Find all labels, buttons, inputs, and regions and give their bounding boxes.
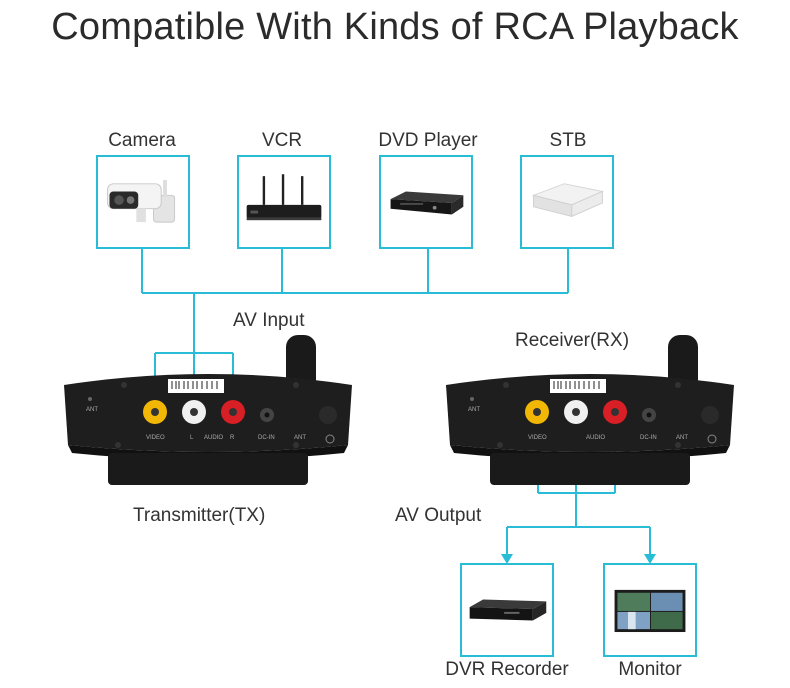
- dvd-player-box: [379, 155, 473, 249]
- dvd-player-icon: [390, 191, 464, 215]
- tx-ant-right-label: ANT: [294, 435, 306, 441]
- rx-ant-right-label: ANT: [676, 435, 688, 441]
- rx-dc-in-label: DC-IN: [640, 435, 657, 441]
- monitor-icon: [614, 589, 686, 633]
- vcr-box: [237, 155, 331, 249]
- tx-video-label: VIDEO: [146, 435, 165, 441]
- stb-box: [520, 155, 614, 249]
- camera-box: [96, 155, 190, 249]
- av-output-label: AV Output: [395, 505, 482, 526]
- transmitter-label: Transmitter(TX): [133, 505, 266, 526]
- receiver-label: Receiver(RX): [515, 330, 630, 351]
- rx-audio-label: AUDIO: [586, 435, 605, 441]
- vcr-label: VCR: [261, 130, 303, 151]
- stb-label: STB: [549, 130, 587, 151]
- tx-ant-left-label: ANT: [86, 407, 98, 413]
- monitor-box: [603, 563, 697, 657]
- camera-label: Camera: [108, 130, 176, 151]
- transmitter-device: ANT VIDEO L AUDIO R DC-IN ANT: [64, 335, 352, 485]
- tx-audio-label: AUDIO: [204, 435, 223, 441]
- dvr-recorder-box: [460, 563, 554, 657]
- av-input-label: AV Input: [233, 310, 305, 331]
- security-camera-icon: [107, 179, 176, 223]
- vcr-icon: [246, 174, 322, 221]
- set-top-box-icon: [531, 183, 605, 218]
- tx-r-label: R: [230, 435, 235, 441]
- dvd-player-label: DVD Player: [378, 130, 478, 151]
- rx-video-label: VIDEO: [528, 435, 547, 441]
- tx-l-label: L: [190, 435, 194, 441]
- rx-ant-left-label: ANT: [468, 407, 480, 413]
- page-title: Compatible With Kinds of RCA Playback: [51, 6, 739, 48]
- monitor-label: Monitor: [618, 659, 682, 680]
- receiver-device: ANT VIDEO AUDIO DC-IN ANT: [446, 335, 734, 485]
- dvr-recorder-icon: [469, 599, 547, 621]
- dvr-recorder-label: DVR Recorder: [445, 659, 569, 680]
- tx-dc-in-label: DC-IN: [258, 435, 275, 441]
